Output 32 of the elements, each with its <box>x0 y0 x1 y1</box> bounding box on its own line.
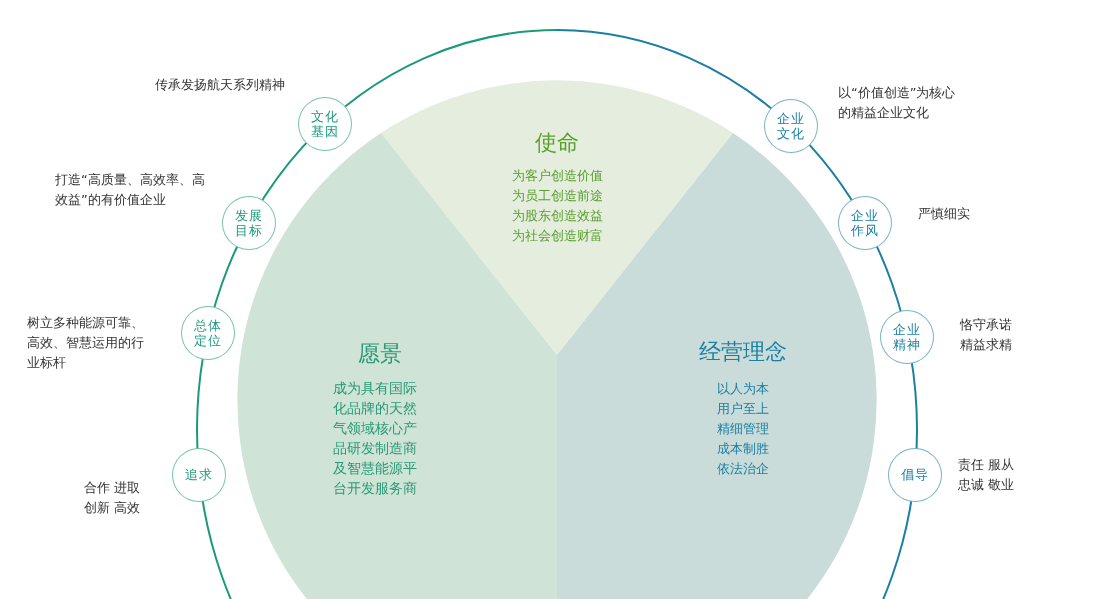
caption-text: 创新 高效 <box>84 499 141 517</box>
label-circle: 企业文化 <box>763 98 818 153</box>
caption-text: 精益求精 <box>960 336 1012 354</box>
caption-text: 传承发扬航天系列精神 <box>155 76 285 94</box>
caption-text: 责任 服从 <box>958 456 1015 474</box>
sector-heading: 使命 <box>534 130 580 156</box>
label-circle: 追求 <box>172 447 227 502</box>
label-circle: 企业精神 <box>880 309 935 364</box>
caption-text: 以“价值创造”为核心的精益企业文化 <box>838 84 957 122</box>
label-circle: 发展目标 <box>221 196 276 251</box>
sector-text: 成为具有国际化品牌的天然气领域核心产品研发制造商及智慧能源平台开发服务商 <box>333 379 418 498</box>
sector-text: 成本制胜 <box>716 440 770 458</box>
caption-text: 打造“高质量、高效率、高效益”的有价值企业 <box>55 171 206 209</box>
caption-text: 严慎细实 <box>918 205 970 223</box>
caption-text: 树立多种能源可靠、高效、智慧运用的行业标杆 <box>27 314 145 372</box>
sector-heading: 经营理念 <box>698 339 788 365</box>
sector-text: 精细管理 <box>716 420 770 438</box>
sector-heading: 愿景 <box>357 341 403 367</box>
sector-text: 为社会创造财富 <box>510 227 604 245</box>
sector-text: 依法治企 <box>716 460 770 478</box>
sector-text: 为客户创造价值 <box>510 167 604 185</box>
label-circle: 总体定位 <box>180 306 235 361</box>
label-circle: 倡导 <box>887 447 942 502</box>
label-circle: 文化基因 <box>298 97 353 152</box>
label-circle: 企业作风 <box>837 195 892 250</box>
caption-text: 合作 进取 <box>84 479 141 497</box>
sector-text: 为员工创造前途 <box>510 187 604 205</box>
caption-text: 忠诚 敬业 <box>958 476 1015 494</box>
caption-text: 恪守承诺 <box>960 316 1012 334</box>
sector-text: 为股东创造效益 <box>510 207 604 225</box>
sector-text: 以人为本 <box>716 380 770 398</box>
sector-text: 用户至上 <box>716 400 770 418</box>
